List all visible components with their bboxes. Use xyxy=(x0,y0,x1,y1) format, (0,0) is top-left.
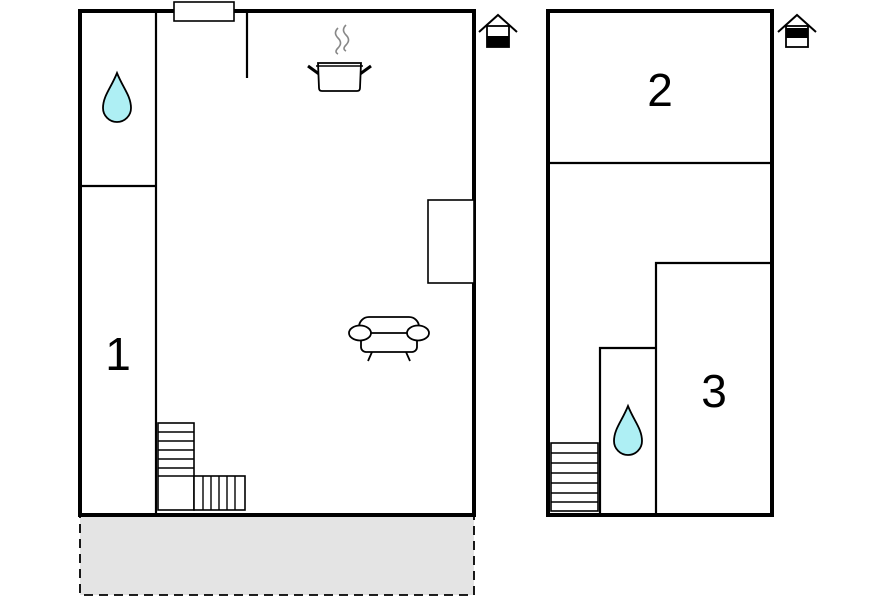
fireplace xyxy=(427,199,475,284)
window xyxy=(173,1,235,22)
upper-bathroom-wall xyxy=(598,346,656,515)
water-drop-icon xyxy=(613,403,643,456)
room-number-2: 2 xyxy=(647,64,673,116)
kitchen-pot-icon xyxy=(307,24,372,92)
room-number-1: 1 xyxy=(105,328,131,380)
ground-floor: 1 xyxy=(78,1,518,596)
sofa-icon xyxy=(348,316,430,362)
water-drop-icon xyxy=(102,70,132,123)
room-3-wall xyxy=(654,261,772,515)
ground-floor-outer-wall xyxy=(78,9,476,517)
house-upper-icon xyxy=(777,13,817,48)
room-number-3: 3 xyxy=(701,365,727,417)
terrace xyxy=(79,514,475,596)
stairs-icon xyxy=(157,422,246,511)
upper-floor: 2 3 xyxy=(546,9,817,517)
stairs-icon xyxy=(550,442,599,512)
house-entrance-icon xyxy=(478,13,518,48)
